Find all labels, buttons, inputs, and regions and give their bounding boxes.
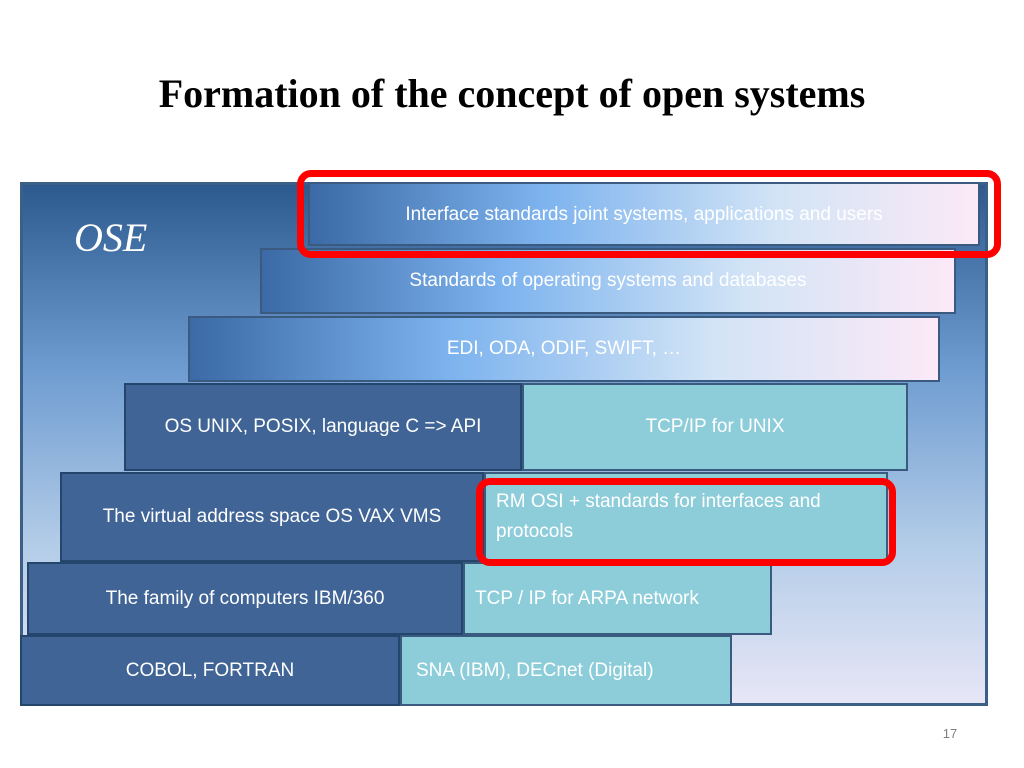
slide-title: Formation of the concept of open systems — [158, 71, 866, 116]
band-edi-oda: EDI, ODA, ODIF, SWIFT, … — [188, 316, 940, 382]
cell-os-unix: OS UNIX, POSIX, language C => API — [124, 383, 522, 471]
ose-label: OSE — [74, 215, 148, 260]
band-interface-standards: Interface standards joint systems, appli… — [308, 182, 980, 246]
cell-vax-vms: The virtual address space OS VAX VMS — [60, 472, 484, 562]
cell-tcpip-unix: TCP/IP for UNIX — [522, 383, 908, 471]
cell-ibm360: The family of computers IBM/360 — [27, 562, 463, 635]
cell-tcpip-arpa: TCP / IP for ARPA network — [463, 562, 772, 635]
page-number: 17 — [942, 726, 958, 741]
band-os-db-standards: Standards of operating systems and datab… — [260, 248, 956, 314]
cell-rm-osi: RM OSI + standards for interfaces and pr… — [484, 472, 888, 562]
cell-sna-decnet: SNA (IBM), DECnet (Digital) — [400, 635, 732, 706]
cell-cobol-fortran: COBOL, FORTRAN — [20, 635, 400, 706]
